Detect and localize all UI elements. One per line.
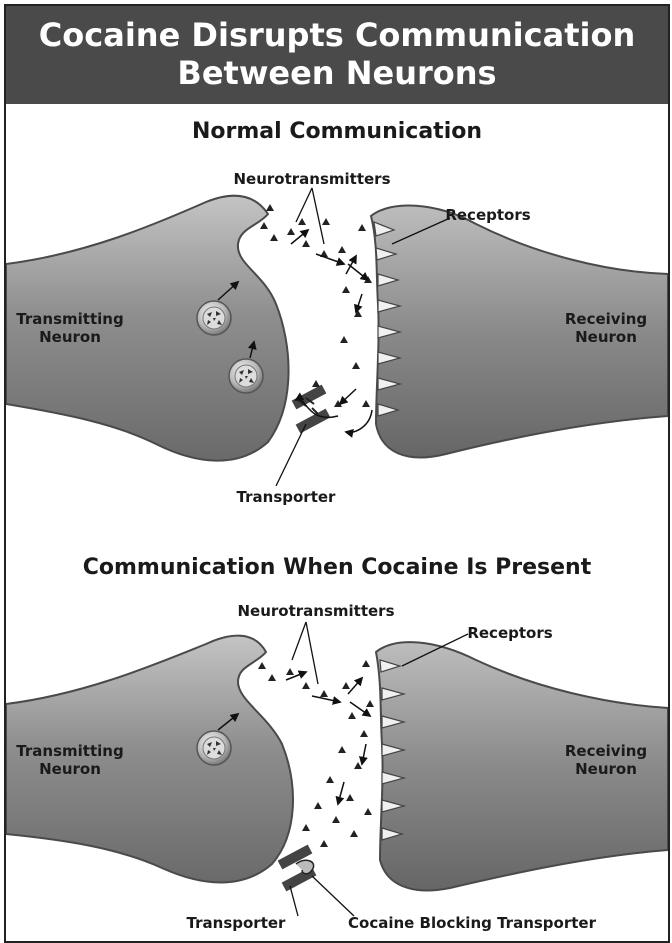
panel2-neurotransmitters-label: Neurotransmitters [237, 602, 394, 620]
panel2-vesicle [197, 731, 231, 765]
title-line-1: Cocaine Disrupts Communication [6, 16, 668, 54]
panel2-receiving-label-1: Receiving [565, 742, 647, 760]
panel1-transporter [292, 385, 331, 434]
title-line-2: Between Neurons [6, 54, 668, 92]
panel2-cocaine-label: Cocaine Blocking Transporter [348, 914, 597, 932]
panel1-title: Normal Communication [192, 119, 482, 144]
panel1-receiving-label-2: Neuron [575, 328, 637, 346]
panel1-transmitting-label-2: Neuron [39, 328, 101, 346]
panel2-receptors-label: Receptors [467, 624, 552, 642]
panel2-title: Communication When Cocaine Is Present [83, 555, 592, 580]
panel1-transporter-label: Transporter [237, 488, 336, 506]
panel2-receiving-label-2: Neuron [575, 760, 637, 778]
panel1-vesicle-2 [229, 359, 263, 393]
panel2-transmitting-label-2: Neuron [39, 760, 101, 778]
title-banner: Cocaine Disrupts Communication Between N… [6, 6, 668, 104]
panel1-transmitting-label-1: Transmitting [16, 310, 123, 328]
panel2-transmitting-label-1: Transmitting [16, 742, 123, 760]
panel1-receptors-label: Receptors [445, 206, 530, 224]
panel2-transporter [278, 845, 317, 892]
figure-frame: Cocaine Disrupts Communication Between N… [4, 4, 670, 943]
panel1-vesicle-1 [197, 301, 231, 335]
panel2-transporter-label: Transporter [187, 914, 286, 932]
panel1-neurotransmitters-label: Neurotransmitters [233, 170, 390, 188]
synapse-diagram: Normal Communication [6, 104, 668, 941]
panel1-receiving-label-1: Receiving [565, 310, 647, 328]
